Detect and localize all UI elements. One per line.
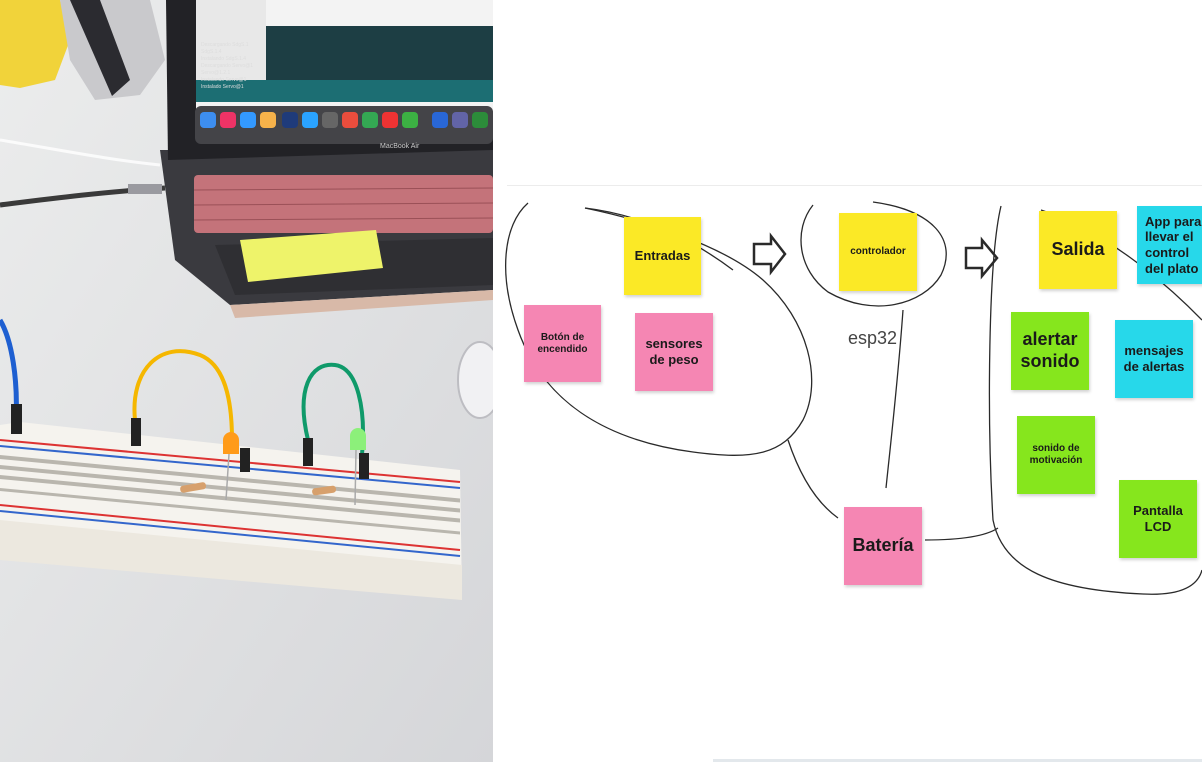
sticky-boton-encendido[interactable]: Botón de encendido [524, 305, 601, 382]
sticky-pantalla-lcd[interactable]: Pantalla LCD [1119, 480, 1197, 558]
breadboard-photo: MacBook Air Descargando SdgS.1 SdgS.1.4 … [0, 0, 493, 762]
arrow-right-icon-2 [964, 236, 999, 280]
sticky-sonido-motivacion[interactable]: sonido de motivación [1017, 416, 1095, 494]
label-esp32: esp32 [848, 328, 898, 348]
console-output: Descargando SdgS.1 SdgS.1.4 Instalando S… [201, 42, 254, 90]
board-divider [507, 185, 1202, 186]
sticky-controlador[interactable]: controlador [839, 213, 917, 291]
battery-connector-left [787, 439, 839, 519]
sticky-alertar-sonido[interactable]: alertar sonido [1011, 312, 1089, 390]
arrow-right-icon [752, 232, 787, 276]
inputs-group-outline [505, 202, 813, 456]
esp32-connector [885, 309, 904, 489]
sticky-bateria[interactable]: Batería [844, 507, 922, 585]
sticky-app[interactable]: App para llevar el control del plato [1137, 206, 1202, 284]
outputs-group-outline [988, 205, 1202, 595]
sticky-entradas[interactable]: Entradas [624, 217, 701, 295]
sticky-mensajes-alertas[interactable]: mensajes de alertas [1115, 320, 1193, 398]
whiteboard: Entradas Botón de encendido sensores de … [493, 0, 1202, 762]
photo-scene [0, 0, 493, 762]
sticky-salida[interactable]: Salida [1039, 211, 1117, 289]
controller-group-outline [800, 201, 947, 307]
board-bottom-edge [713, 759, 1202, 762]
battery-connector-right [924, 527, 999, 541]
laptop-brand: MacBook Air [380, 143, 420, 150]
sticky-sensores-peso[interactable]: sensores de peso [635, 313, 713, 391]
